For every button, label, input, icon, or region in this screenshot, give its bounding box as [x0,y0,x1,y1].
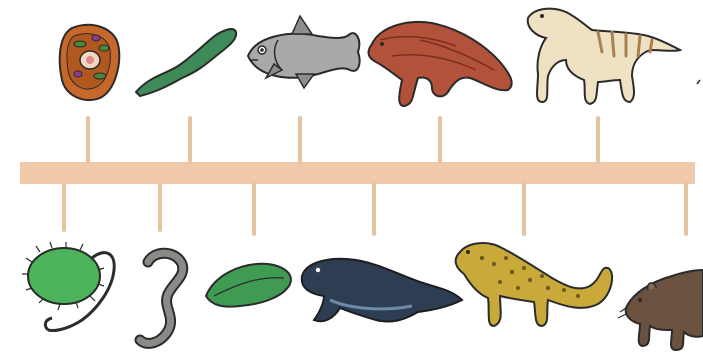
amphibian-icon [369,22,512,106]
cell-icon [60,25,120,100]
bottom-ticks [64,184,686,234]
therapsid-icon [528,9,680,104]
protist-icon [22,242,114,331]
leaf-worm-icon [206,264,291,307]
mammal-icon [618,270,703,350]
reptile-icon [456,243,612,326]
timeline-bar [20,162,695,184]
flatworm-icon [136,29,236,96]
offscreen-organism-fragment [697,80,700,84]
fish-icon [248,16,360,88]
lungfish-icon [302,259,462,322]
worm-icon [140,253,183,343]
top-ticks [88,118,598,162]
